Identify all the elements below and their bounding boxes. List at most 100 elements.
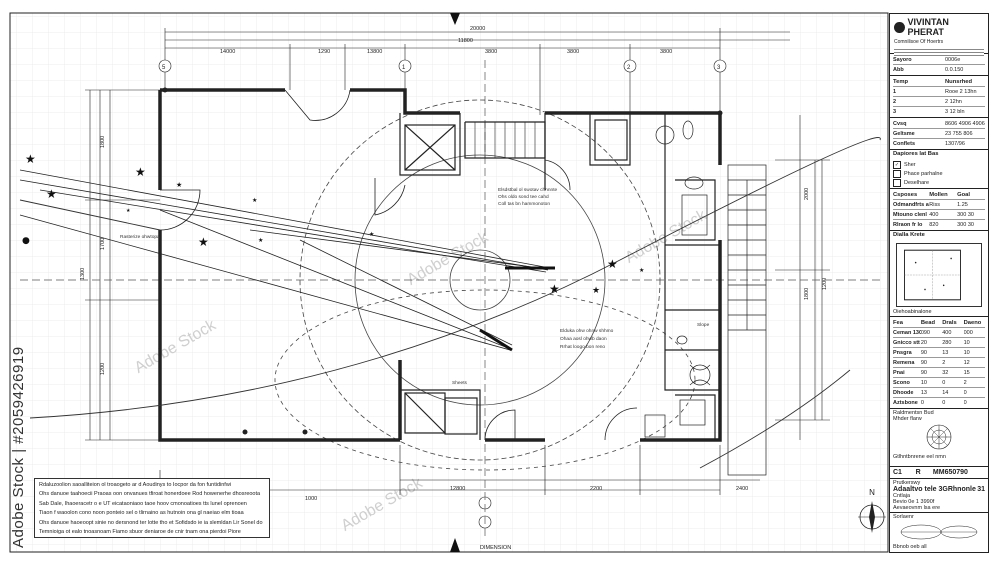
check-item: Deselhare: [893, 178, 985, 187]
svg-text:★: ★: [198, 235, 209, 249]
dim-bottom-seg: 1000: [305, 496, 317, 502]
sheet-number: 31: [977, 486, 985, 493]
checkbox-icon: [893, 169, 901, 178]
check-item: Phace parhalne: [893, 169, 985, 178]
room-label: Slope: [697, 322, 710, 328]
stock-id-watermark: Adobe Stock | #2059426919: [10, 346, 27, 548]
note-line: Sab Dale, Ihaoeracetr o e UT eicataoniao…: [39, 500, 247, 507]
center-mark-bottom: [450, 538, 460, 552]
dim-left-seg: 1200: [100, 363, 106, 375]
sweep-curves: [19, 137, 881, 469]
grid-label: 1: [402, 65, 406, 71]
grid-label: 3: [717, 65, 721, 71]
mini-plan-thumbnail: [896, 243, 982, 307]
checks-title: Dapiores lat Bas: [893, 151, 939, 157]
room-label: Sheets: [452, 380, 468, 386]
dim-bottom-label: DIMENSION: [480, 545, 511, 551]
checkbox-icon: ✓: [893, 160, 901, 169]
dim-top-seg: 1290: [318, 49, 330, 55]
note-line: Rdaluzoolion saoalliteion ol troaogeto a…: [39, 482, 232, 488]
footer-bottom: Bbnob oeb all: [893, 544, 927, 550]
left-dimensions: [85, 89, 160, 441]
svg-text:●: ●: [22, 236, 30, 246]
mini-plan-section: Dialla Krete Oiehoabinalone: [890, 231, 988, 317]
compass-rose-icon: [926, 424, 952, 450]
svg-text:★: ★: [176, 181, 182, 189]
svg-text:★: ★: [639, 267, 644, 274]
center-mark-top: [450, 13, 460, 25]
svg-text:★: ★: [25, 152, 36, 166]
stairs: [474, 122, 536, 158]
note-line: Temnioiga ot ealo tnoasnoam Fiamo sbuor …: [39, 529, 241, 536]
svg-text:★: ★: [369, 231, 374, 238]
svg-text:★: ★: [549, 282, 560, 296]
svg-text:★: ★: [258, 237, 263, 244]
title-block-header: VIVINTAN PHERAT Comnilisoe Of Hoertrs: [890, 14, 988, 56]
dim-second: 11800: [458, 38, 473, 44]
footer-section: Prutkerswy Adaaltvo tele 3GRhnonle 31 Cn…: [890, 479, 988, 513]
note-line: Ohs danuoe taahoecii Praoas oon onvanues…: [39, 491, 261, 498]
center-label: Elduka ohw ohnw shhmo: [560, 328, 614, 334]
check-item: ✓Sher: [893, 160, 916, 169]
notes-block: Rdaluzoolion saoalliteion ol troaogeto a…: [34, 478, 270, 538]
svg-text:★: ★: [46, 187, 57, 201]
footer-line: Bevio 0e 1 3990f: [893, 499, 935, 505]
footer-line: Prutkerswy: [893, 480, 921, 486]
columns: [162, 87, 723, 435]
dim-bottom-seg: 12800: [450, 486, 465, 492]
compass-icon: [858, 501, 886, 533]
fixtures: [644, 120, 711, 438]
star-heads: [479, 266, 555, 352]
compass-section: Raldmentsn Bud Mhder flarw Gtlhntbnrene …: [890, 409, 988, 467]
dim-right-seg: 2000: [804, 188, 810, 200]
center-note-2: Ohs oldo sond tee cahd: [498, 194, 549, 200]
dim-right-seg: 1800: [804, 288, 810, 300]
compass-caption: Gtlhntbnrene eel nmn: [893, 454, 946, 460]
title-block: VIVINTAN PHERAT Comnilisoe Of Hoertrs Sa…: [889, 13, 989, 553]
svg-text:★: ★: [135, 165, 146, 179]
brand-logo-icon: [894, 21, 905, 33]
dim-top-seg: 13800: [367, 49, 382, 55]
dim-top-seg: 14000: [220, 49, 235, 55]
compass-caption: Mhder flarw: [893, 416, 922, 422]
footer-line: Aevaeovnm lsa ere: [893, 505, 941, 511]
center-label-3: Rrhat loogo bon reno: [560, 344, 605, 350]
footer-line: Sorlaenr: [893, 514, 914, 520]
svg-text:★: ★: [607, 257, 618, 271]
center-label-2: Ohaa aosl ohwb daon: [560, 336, 607, 342]
checkbox-icon: [893, 178, 901, 187]
dim-bottom-seg: 2200: [590, 486, 602, 492]
note-line: Ohs danuoe haoeoopt sinie no dersnond te…: [39, 519, 263, 526]
dim-overall: 20000: [470, 26, 485, 32]
left-callout: Rasterize ohwtopa: [120, 234, 160, 240]
brand-subtitle: Comnilisoe Of Hoertrs: [894, 39, 944, 45]
sketch-icon: [900, 524, 978, 540]
doors: [159, 89, 638, 441]
table-row: Gnicco stt ohta2028010: [893, 338, 985, 348]
svg-text:★: ★: [126, 208, 131, 214]
grid-bubbles-top: [158, 59, 727, 73]
center-note-3: Coll tas bn hammonoton: [498, 201, 550, 207]
